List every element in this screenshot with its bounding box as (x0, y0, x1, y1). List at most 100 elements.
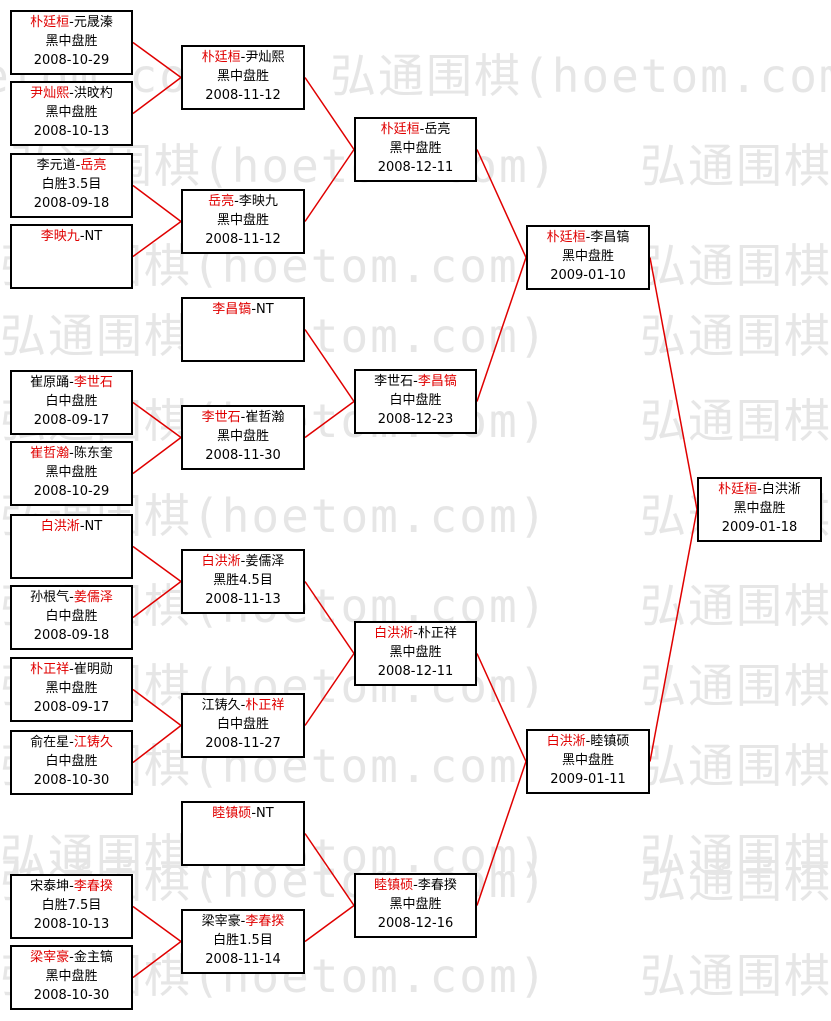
match-players: 白洪淅-朴正祥 (356, 624, 475, 643)
player-separator: - (79, 519, 85, 534)
watermark-text: 弘通围棋(hoetom.com) (640, 139, 831, 193)
match-result: 黑中盘胜 (45, 34, 98, 49)
player-name: 姜儒泽 (245, 554, 285, 569)
player-separator: - (234, 194, 239, 209)
match-box: 岳亮-李映九黑中盘胜 2008-11-12 (181, 189, 305, 254)
match-players: 梁宰豪-金主镐 (12, 948, 131, 967)
player-name: 岳亮 (208, 194, 235, 209)
player-name: 宋泰坤 (30, 879, 70, 894)
match-players: 崔哲瀚-陈东奎 (12, 444, 131, 463)
match-players: 江铸久-朴正祥 (183, 696, 303, 715)
player-name: 李春揆 (245, 914, 285, 929)
player-name: NT (84, 229, 103, 244)
player-name: 睦镇硕 (590, 734, 630, 749)
player-name: 李世石 (374, 374, 414, 389)
match-result: 黑中盘胜 (389, 141, 442, 156)
player-separator: - (413, 878, 418, 893)
player-name: 李元道 (36, 158, 76, 173)
match-date: 2008-11-12 (205, 88, 281, 103)
match-players: 尹灿熙-洪旼杓 (12, 84, 131, 103)
match-players: 白洪淅-睦镇硕 (528, 732, 648, 751)
watermark-text: 弘通围棋(hoetom.com) (640, 739, 831, 793)
player-name: 李春揆 (417, 878, 457, 893)
player-name: 江铸久 (201, 698, 241, 713)
player-name: 俞在星 (30, 735, 70, 750)
watermark-text: 弘通围棋(hoetom.com) (640, 659, 831, 713)
match-players: 李元道-岳亮 (12, 156, 131, 175)
match-players: 梁宰豪-李春揆 (183, 912, 303, 931)
match-players: 朴廷桓-李昌镐 (528, 228, 648, 247)
player-name: 白洪淅 (374, 626, 414, 641)
player-separator: - (79, 229, 85, 244)
bracket-line (476, 149, 527, 258)
player-name: 江铸久 (73, 735, 113, 750)
match-players: 朴廷桓-元晟溱 (12, 13, 131, 32)
player-name: NT (84, 519, 103, 534)
bracket-line (132, 545, 182, 583)
player-separator: - (75, 158, 81, 173)
player-name: 岳亮 (424, 122, 451, 137)
player-separator: - (419, 122, 425, 137)
bracket-line (304, 904, 355, 943)
bracket-line (304, 653, 355, 726)
match-date: 2008-12-16 (377, 916, 454, 931)
match-players: 俞在星-江铸久 (12, 733, 131, 752)
match-players: 李映九-NT (12, 227, 131, 246)
player-separator: - (69, 446, 74, 461)
bracket-line (476, 257, 527, 402)
match-players: 朴正祥-崔明勋 (12, 660, 131, 679)
player-name: 朴廷桓 (546, 230, 586, 245)
player-separator: - (69, 375, 74, 390)
match-date: 2008-10-13 (33, 124, 110, 139)
match-players: 宋泰坤-李春揆 (12, 877, 131, 896)
match-date: 2008-11-12 (205, 232, 281, 247)
match-date: 2008-10-29 (33, 53, 110, 68)
player-name: 白洪淅 (546, 734, 586, 749)
player-name: 白洪淅 (761, 482, 801, 497)
match-result: 白中盘胜 (216, 717, 269, 732)
match-box: 白洪淅-NT (10, 514, 133, 579)
bracket-line (304, 149, 355, 222)
bracket-line (304, 833, 355, 906)
match-date: 2009-01-10 (550, 268, 626, 283)
player-separator: - (69, 86, 74, 101)
match-result: 黑中盘胜 (216, 69, 269, 84)
bracket-line (132, 436, 182, 475)
bracket-line (649, 257, 698, 510)
player-name: 李昌镐 (590, 230, 630, 245)
match-players: 朴廷桓-白洪淅 (699, 480, 820, 499)
match-result: 白中盘胜 (45, 394, 98, 409)
player-separator: - (240, 914, 246, 929)
player-separator: - (757, 482, 762, 497)
player-separator: - (240, 50, 246, 65)
match-result: 白胜1.5目 (213, 933, 273, 948)
player-name: 白洪淅 (40, 519, 80, 534)
player-separator: - (69, 879, 74, 894)
match-date: 2008-10-29 (33, 484, 110, 499)
player-separator: - (240, 554, 246, 569)
player-name: 尹灿熙 (30, 86, 70, 101)
match-result: 黑中盘胜 (561, 249, 614, 264)
match-date: 2008-09-18 (33, 196, 110, 211)
player-name: 李映九 (238, 194, 278, 209)
player-name: 李世石 (201, 410, 241, 425)
bracket-line (132, 724, 182, 764)
player-name: 金主镐 (73, 950, 113, 965)
match-result: 黑中盘胜 (561, 753, 614, 768)
watermark-text: 弘通围棋(hoetom.com) (330, 49, 831, 103)
match-result: 黑中盘胜 (216, 213, 269, 228)
bracket-line (132, 580, 182, 619)
match-players: 李世石-崔哲瀚 (183, 408, 303, 427)
player-name: 朴正祥 (30, 662, 70, 677)
match-players: 睦镇硕-NT (183, 804, 303, 823)
bracket-line (132, 688, 182, 727)
match-date: 2008-11-27 (205, 736, 281, 751)
match-players: 朴廷桓-尹灿熙 (183, 48, 303, 67)
player-name: 白洪淅 (201, 554, 241, 569)
